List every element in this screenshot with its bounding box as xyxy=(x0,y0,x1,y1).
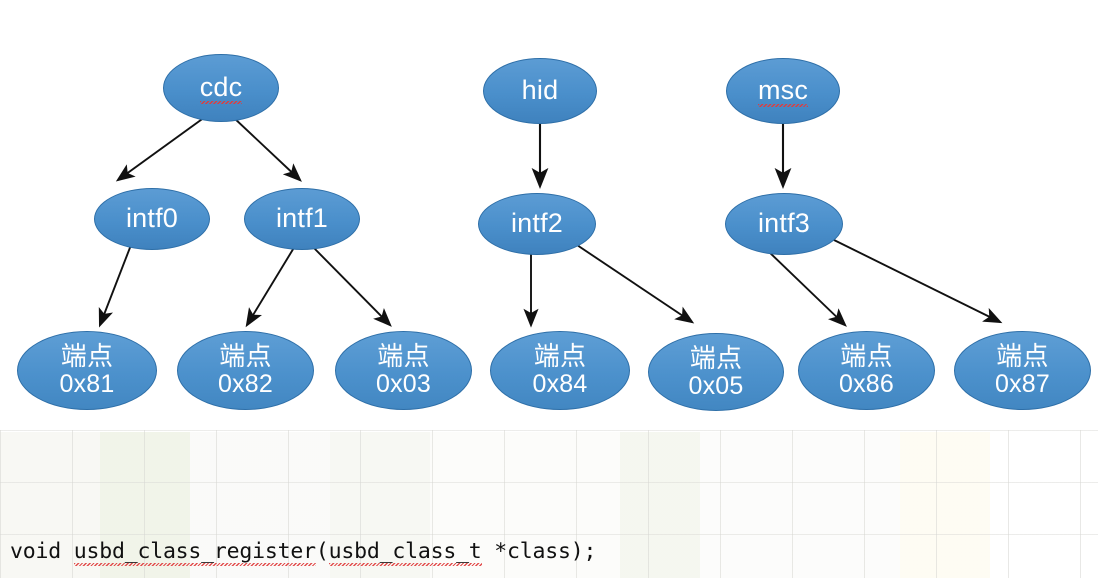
node-endpoint-0x82-address: 0x82 xyxy=(217,370,273,399)
node-endpoint-0x81-title: 端点 xyxy=(60,341,114,372)
code-line-1: void usbd_class_register(usbd_class_t *c… xyxy=(10,536,1090,567)
api-code-block: void usbd_class_register(usbd_class_t *c… xyxy=(10,474,1090,578)
node-endpoint-0x84-address: 0x84 xyxy=(532,370,588,399)
code-text: ( xyxy=(315,539,329,564)
node-class-cdc[interactable]: cdc xyxy=(163,54,279,122)
node-endpoint-0x03[interactable]: 端点 0x03 xyxy=(335,331,472,410)
node-endpoint-0x86-address: 0x86 xyxy=(838,370,894,399)
node-interface-intf1[interactable]: intf1 xyxy=(244,188,360,250)
node-class-cdc-label: cdc xyxy=(199,72,243,104)
node-endpoint-0x84[interactable]: 端点 0x84 xyxy=(490,331,630,410)
node-class-msc-label: msc xyxy=(757,75,809,107)
node-endpoint-0x86-title: 端点 xyxy=(840,341,893,372)
code-text: void xyxy=(10,539,74,564)
node-class-hid-label: hid xyxy=(521,75,559,106)
node-endpoint-0x82-title: 端点 xyxy=(219,341,272,372)
node-interface-intf3[interactable]: intf3 xyxy=(725,193,843,255)
node-class-msc[interactable]: msc xyxy=(726,58,840,124)
edge-cdc-intf0 xyxy=(115,116,206,182)
edge-intf0-ep81 xyxy=(98,244,132,328)
edge-intf2-ep05 xyxy=(573,242,695,324)
code-text: *class); xyxy=(481,539,597,564)
node-endpoint-0x81[interactable]: 端点 0x81 xyxy=(17,331,157,410)
node-interface-intf1-label: intf1 xyxy=(275,203,329,234)
edge-layer xyxy=(98,116,1003,328)
node-interface-intf2[interactable]: intf2 xyxy=(478,193,596,255)
node-endpoint-0x05-address: 0x05 xyxy=(688,371,744,400)
edge-intf3-ep87 xyxy=(833,239,1003,324)
code-identifier: usbd_class_register xyxy=(73,536,316,567)
node-class-hid[interactable]: hid xyxy=(483,58,597,124)
node-endpoint-0x87[interactable]: 端点 0x87 xyxy=(954,331,1091,410)
code-identifier: usbd_class_t xyxy=(328,536,482,567)
node-endpoint-0x86[interactable]: 端点 0x86 xyxy=(798,331,935,410)
node-interface-intf2-label: intf2 xyxy=(510,208,564,239)
node-endpoint-0x82[interactable]: 端点 0x82 xyxy=(177,331,314,410)
node-endpoint-0x87-title: 端点 xyxy=(996,341,1049,372)
node-endpoint-0x87-address: 0x87 xyxy=(994,370,1050,399)
node-endpoint-0x84-title: 端点 xyxy=(533,341,587,372)
node-interface-intf0[interactable]: intf0 xyxy=(94,188,210,250)
node-endpoint-0x03-title: 端点 xyxy=(377,341,430,372)
edge-intf3-ep86 xyxy=(766,249,847,327)
node-endpoint-0x81-address: 0x81 xyxy=(59,370,115,399)
edge-cdc-intf1 xyxy=(232,116,302,182)
node-interface-intf3-label: intf3 xyxy=(757,208,811,239)
node-endpoint-0x05[interactable]: 端点 0x05 xyxy=(648,333,784,411)
node-interface-intf0-label: intf0 xyxy=(125,203,179,234)
edge-intf1-ep82 xyxy=(245,245,296,328)
node-endpoint-0x05-title: 端点 xyxy=(689,342,743,373)
edge-intf1-ep03 xyxy=(311,245,392,327)
node-endpoint-0x03-address: 0x03 xyxy=(375,370,431,399)
